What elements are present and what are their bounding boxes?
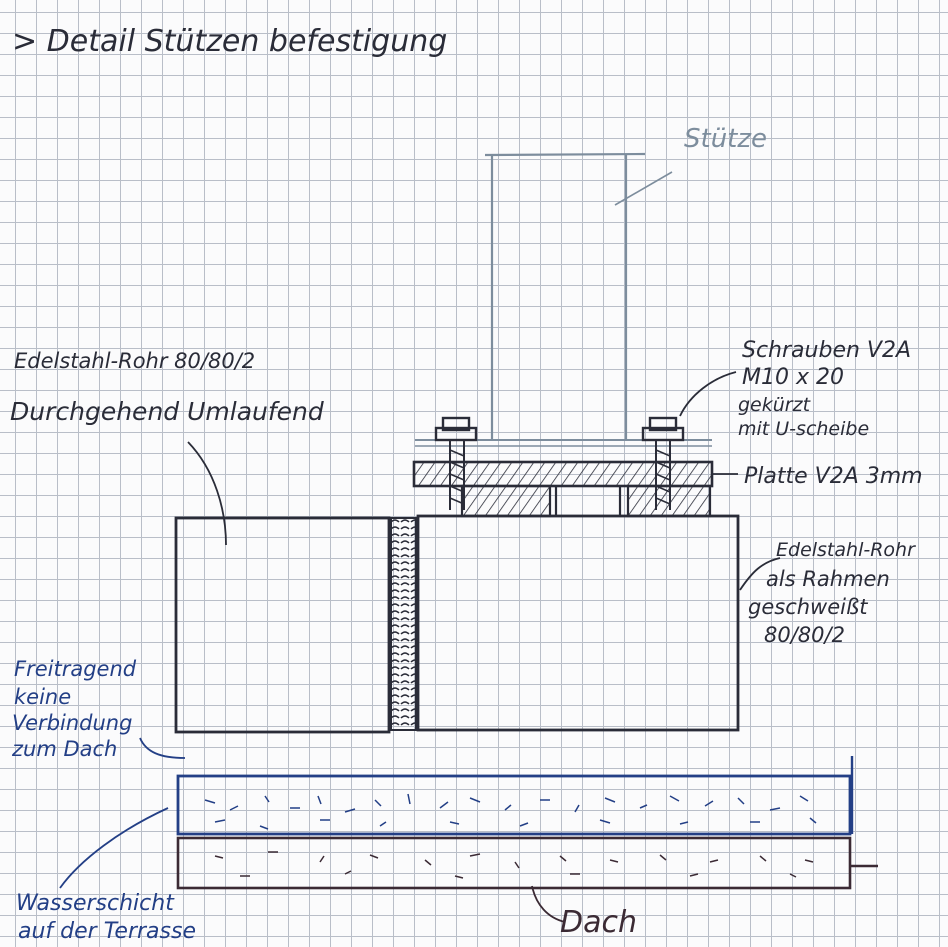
label-rahmen-1: Edelstahl-Rohr: [776, 539, 916, 561]
label-rahmen-3: geschweißt: [748, 595, 868, 619]
leader-lines: [59, 371, 781, 923]
label-frei-1: Freitragend: [14, 657, 137, 681]
label-frei-4: zum Dach: [11, 737, 117, 761]
page-title: > Detail Stützen befestigung: [12, 24, 447, 59]
label-schrauben-3: gekürzt: [738, 394, 812, 416]
post-stuetze: [415, 152, 712, 447]
label-schrauben-1: Schrauben V2A: [742, 338, 911, 363]
label-rohr-top-2: Durchgehend Umlaufend: [10, 397, 324, 426]
label-stuetze: Stütze: [684, 124, 767, 154]
label-rahmen-4: 80/80/2: [764, 623, 845, 647]
label-schrauben-2: M10 x 20: [742, 365, 844, 390]
water-layer: [176, 756, 854, 836]
label-rohr-top-1: Edelstahl-Rohr 80/80/2: [14, 349, 255, 373]
label-frei-2: keine: [14, 685, 71, 709]
stainless-tube-frame: [174, 514, 740, 734]
label-rahmen-2: als Rahmen: [766, 567, 890, 591]
bolt-left: [434, 416, 478, 510]
label-dach: Dach: [560, 905, 637, 940]
spacer-blocks: [460, 484, 712, 518]
label-platte: Platte V2A 3mm: [744, 464, 923, 489]
label-frei-3: Verbindung: [12, 711, 132, 735]
label-wasser-1: Wasserschicht: [16, 891, 175, 916]
label-wasser-2: auf der Terrasse: [18, 919, 196, 944]
label-schrauben-4: mit U-scheibe: [738, 418, 869, 440]
bolt-right: [641, 416, 685, 510]
roof-layer: [176, 836, 878, 890]
